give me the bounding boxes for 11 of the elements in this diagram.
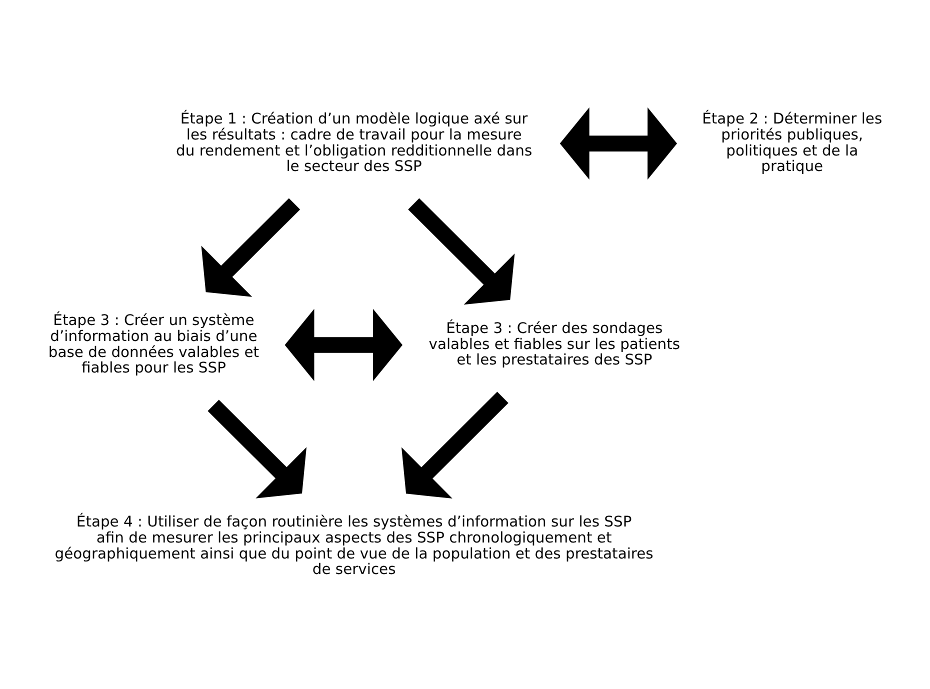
node-text: Étape 2 : Déterminer les priorités publiques, politiques et de la pratique bbox=[702, 110, 882, 175]
arrow bbox=[401, 391, 508, 498]
arrow bbox=[284, 308, 402, 381]
arrow bbox=[208, 399, 307, 498]
arrow bbox=[408, 198, 515, 304]
node-text: Étape 3 : Créer des sondages valables et fiables sur les patients et les prestataires des SSP bbox=[428, 320, 680, 368]
node-text: Étape 3 : Créer un système d’information au biais d’une base de données valables et fiables pour les SSP bbox=[48, 312, 260, 376]
node-text: Étape 4 : Utiliser de façon routinière les systèmes d’information sur les SSP afin de mesurer les principaux aspects des SSP chronologiquement et géographiquement ainsi que du point de vue de la population et des prestataires de services bbox=[54, 513, 654, 578]
arrow bbox=[201, 198, 300, 296]
node-text: Étape 1 : Création d’un modèle logique axé sur les résultats : cadre de travail pour la mesure du rendement et l’obligation redditionnelle dans le secteur des SSP bbox=[176, 110, 532, 175]
arrow bbox=[560, 106, 678, 180]
